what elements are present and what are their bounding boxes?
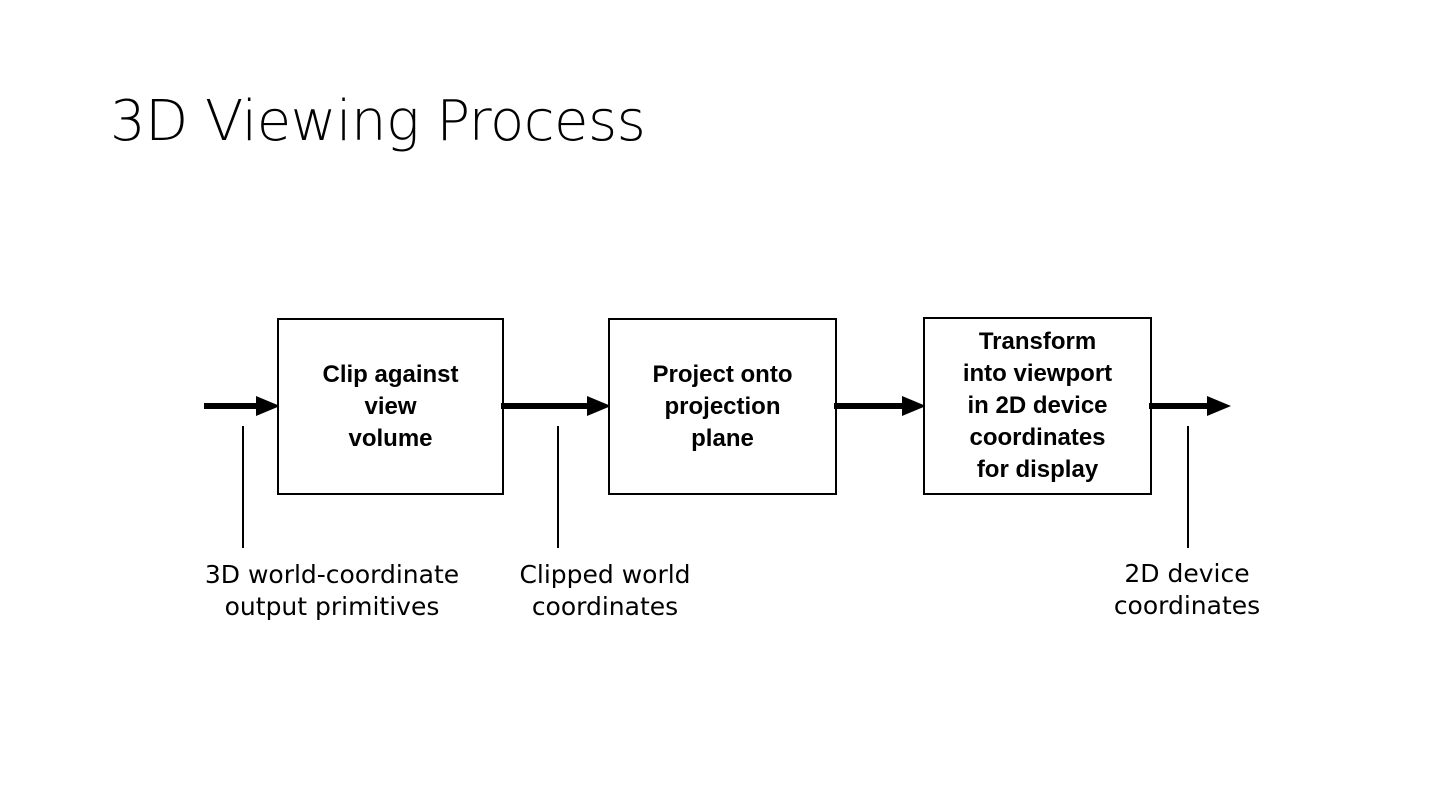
flow-box-clip-against-view-volume[interactable]: Clip against view volume bbox=[277, 318, 504, 495]
arrow-transform-to-output bbox=[1149, 394, 1231, 418]
flow-box-label: Transform into viewport in 2D device coo… bbox=[962, 328, 1113, 483]
leader-line-clipped-coordinates bbox=[557, 426, 559, 548]
page-title: 3D Viewing Process bbox=[110, 89, 646, 154]
flow-box-transform-into-viewport[interactable]: Transform into viewport in 2D device coo… bbox=[923, 317, 1152, 495]
leader-line-device-coordinates bbox=[1187, 426, 1189, 548]
flow-box-project-onto-projection-plane[interactable]: Project onto projection plane bbox=[608, 318, 837, 495]
flow-box-label: Clip against view volume bbox=[322, 360, 459, 452]
arrow-project-to-transform bbox=[834, 394, 926, 418]
caption-2d-device-coordinates: 2D device coordinates bbox=[1113, 559, 1261, 620]
flow-box-label: Project onto projection plane bbox=[652, 360, 793, 452]
caption-clipped-world-coordinates: Clipped world coordinates bbox=[519, 560, 691, 621]
leader-line-world-coordinates bbox=[242, 426, 244, 548]
caption-world-coordinate-primitives: 3D world-coordinate output primitives bbox=[204, 560, 460, 621]
arrow-clip-to-project bbox=[501, 394, 611, 418]
arrow-input-to-clip bbox=[204, 394, 280, 418]
